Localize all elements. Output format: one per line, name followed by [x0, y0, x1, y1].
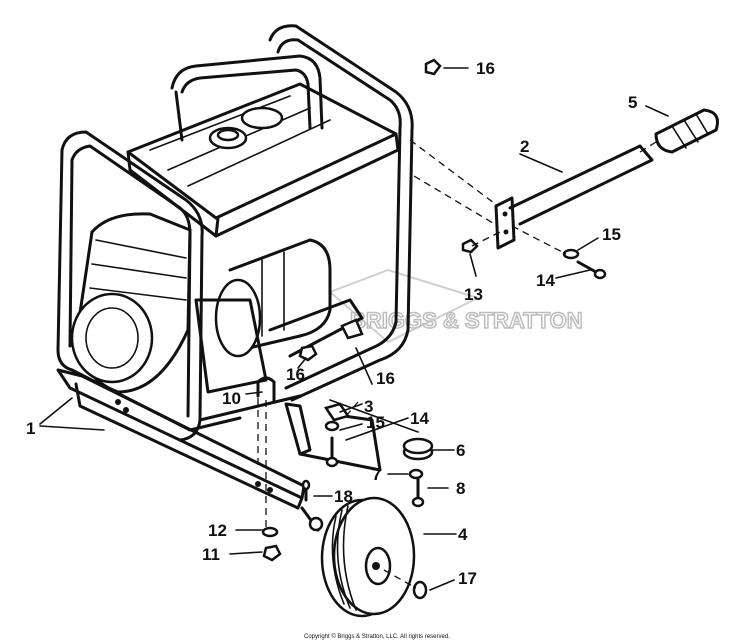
callout-10: 10: [222, 389, 241, 408]
callout-4: 4: [458, 525, 468, 544]
callout-6: 6: [456, 441, 465, 460]
handle-assembly: [409, 58, 719, 280]
callout-2: 2: [520, 137, 529, 156]
wheel-kit: [56, 318, 434, 618]
brand-watermark: BRIGGS & STRATTON: [328, 268, 583, 344]
callout-16-top: 16: [476, 59, 495, 78]
watermark-text: BRIGGS & STRATTON: [350, 308, 583, 333]
callout-15-handle: 15: [602, 225, 621, 244]
callout-18: 18: [334, 487, 353, 506]
callout-16-right: 16: [376, 369, 395, 388]
callout-14-lower: 14: [410, 409, 429, 428]
callout-12: 12: [208, 521, 227, 540]
callout-5: 5: [628, 93, 637, 112]
callout-3: 3: [364, 397, 373, 416]
callout-17: 17: [458, 569, 477, 588]
callout-7: 7: [372, 465, 381, 484]
callout-8: 8: [456, 479, 465, 498]
callout-15-lower: 15: [366, 413, 385, 432]
callout-1: 1: [26, 419, 35, 438]
callout-16-center: 16: [286, 365, 305, 384]
callout-11: 11: [202, 545, 220, 564]
callout-13: 13: [464, 285, 483, 304]
callout-labels: 1 2 3 4 5 6 7 8 10 11 12 13 14 14 15 15 …: [26, 59, 637, 588]
copyright-notice: Copyright © Briggs & Stratton, LLC. All …: [304, 633, 450, 640]
leader-lines: [39, 67, 669, 591]
generator-frame: [56, 24, 414, 442]
callout-14-handle: 14: [536, 271, 555, 290]
